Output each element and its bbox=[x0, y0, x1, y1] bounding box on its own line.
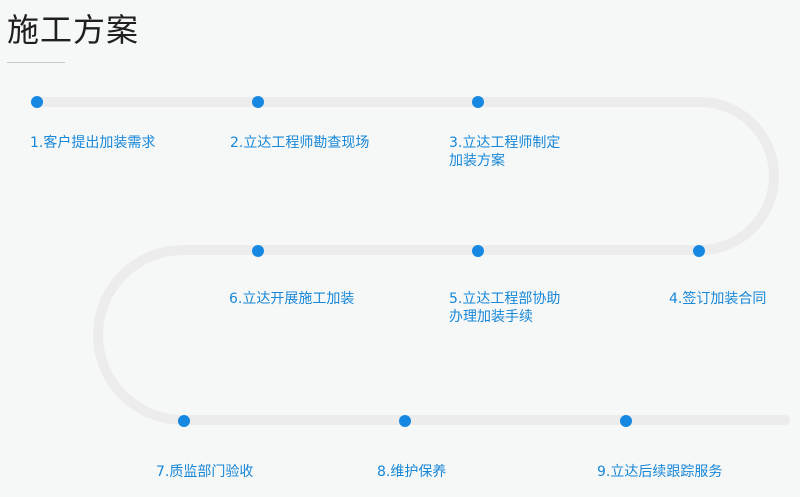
step-2-label: 2.立达工程师勘查现场 bbox=[230, 134, 369, 152]
step-2-label-line-1: 2.立达工程师勘查现场 bbox=[230, 135, 370, 151]
step-9-node bbox=[620, 415, 632, 427]
step-6-label-line-1: 6.立达开展施工加装 bbox=[229, 291, 355, 307]
step-5-label-line-1: 5.立达工程部协助 bbox=[449, 291, 561, 307]
step-7-node bbox=[178, 415, 190, 427]
step-3-label-line-2: 加装方案 bbox=[449, 153, 505, 169]
step-1-node bbox=[31, 96, 43, 108]
step-7-label-line-1: 7.质监部门验收 bbox=[156, 464, 254, 480]
page-title: 施工方案 bbox=[7, 11, 140, 49]
step-3-label: 3.立达工程师制定 加装方案 bbox=[449, 134, 560, 170]
step-3-node bbox=[472, 96, 484, 108]
step-8-label: 8.维护保养 bbox=[377, 463, 446, 481]
step-1-label: 1.客户提出加装需求 bbox=[30, 134, 155, 152]
process-track bbox=[31, 97, 790, 425]
step-5-label-line-2: 办理加装手续 bbox=[449, 309, 533, 325]
step-8-label-line-1: 8.维护保养 bbox=[377, 464, 447, 480]
step-3-label-line-1: 3.立达工程师制定 bbox=[449, 135, 561, 151]
step-6-label: 6.立达开展施工加装 bbox=[229, 290, 354, 308]
step-4-label-line-1: 4.签订加装合同 bbox=[669, 291, 767, 307]
step-4-node bbox=[693, 245, 705, 257]
step-8-node bbox=[399, 415, 411, 427]
title-divider bbox=[7, 62, 65, 63]
step-5-label: 5.立达工程部协助 办理加装手续 bbox=[449, 290, 560, 326]
step-2-node bbox=[252, 96, 264, 108]
step-5-node bbox=[472, 245, 484, 257]
step-1-label-line-1: 1.客户提出加装需求 bbox=[30, 135, 156, 151]
step-4-label: 4.签订加装合同 bbox=[669, 290, 766, 308]
step-6-node bbox=[252, 245, 264, 257]
step-9-label-line-1: 9.立达后续跟踪服务 bbox=[597, 464, 723, 480]
step-9-label: 9.立达后续跟踪服务 bbox=[597, 463, 722, 481]
step-7-label: 7.质监部门验收 bbox=[156, 463, 253, 481]
